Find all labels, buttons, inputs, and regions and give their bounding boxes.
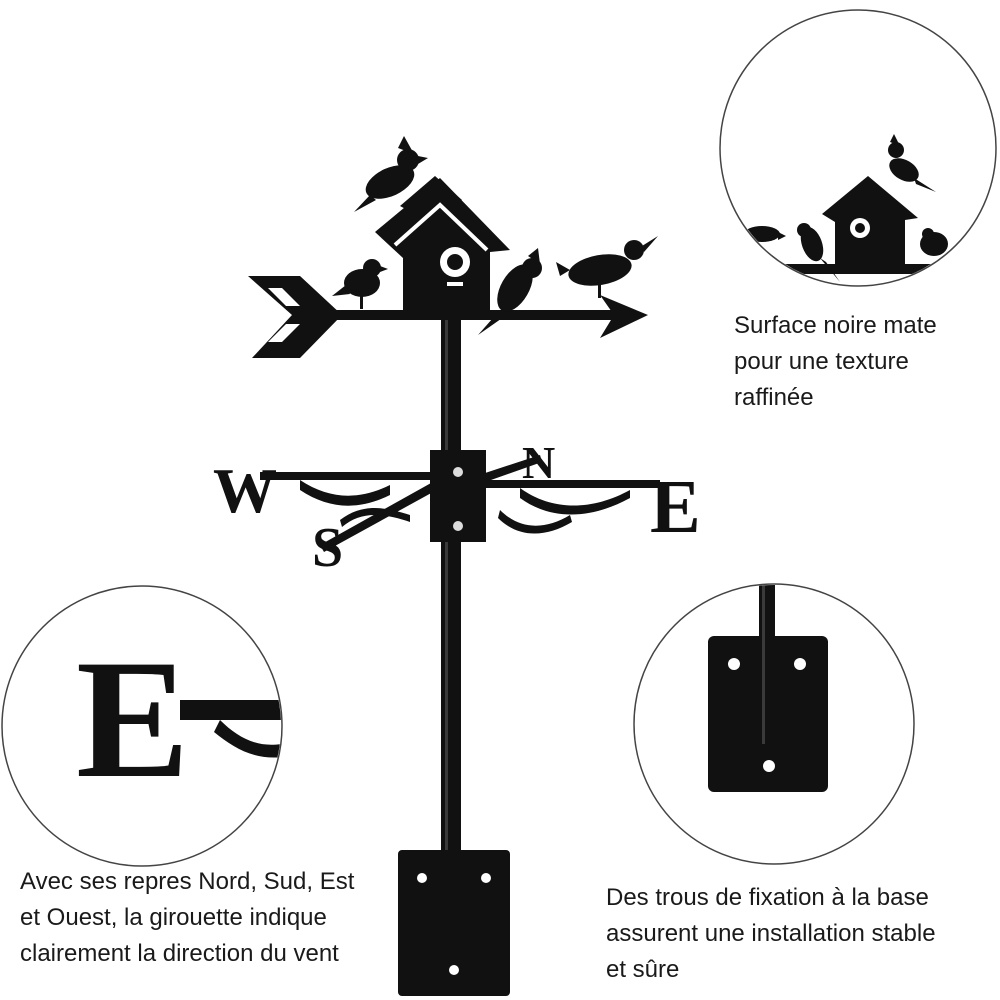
caption-line: assurent une installation stable <box>606 920 936 947</box>
compass-letter-north: N <box>522 437 555 488</box>
caption-line: pour une texture <box>734 348 909 375</box>
caption-line: clairement la direction du vent <box>20 940 339 967</box>
caption-line: et Ouest, la girouette indique <box>20 904 327 931</box>
bird-top <box>354 136 428 212</box>
bird-right <box>556 236 658 298</box>
detail-circle-base <box>633 583 915 865</box>
birdhouse <box>375 176 510 312</box>
pole <box>441 318 461 858</box>
detail-letter-east: E <box>76 625 189 813</box>
base-plate <box>398 850 510 996</box>
detail-circle-top <box>719 9 997 287</box>
caption-line: Des trous de fixation à la base <box>606 884 929 911</box>
caption-line: Surface noire mate <box>734 312 937 339</box>
caption-matte-surface: Surface noire mate pour une texture raff… <box>734 308 937 416</box>
compass-letter-west: W <box>213 455 277 526</box>
arrow <box>248 276 648 358</box>
caption-compass-direction: Avec ses repres Nord, Sud, Est et Ouest,… <box>20 864 354 972</box>
caption-line: et sûre <box>606 956 680 983</box>
caption-line: Avec ses repres Nord, Sud, Est <box>20 868 355 895</box>
detail-circle-letter: E <box>1 585 283 867</box>
caption-line: raffinée <box>734 384 814 411</box>
center-bracket <box>430 450 486 542</box>
compass-letter-south: S <box>312 517 343 579</box>
compass-arms <box>260 455 660 552</box>
caption-mounting-holes: Des trous de fixation à la base assurent… <box>606 880 936 988</box>
bird-middle <box>478 248 542 335</box>
bird-left <box>332 259 388 309</box>
weathervane: W E N S <box>213 136 701 996</box>
compass-letter-east: E <box>650 465 701 549</box>
